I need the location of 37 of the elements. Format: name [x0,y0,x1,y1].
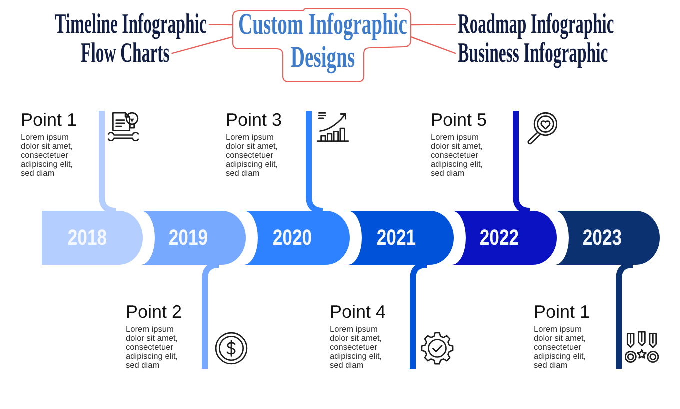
year-label: 2020 [272,226,312,250]
connector-line [410,36,456,54]
timeline-segment [555,211,660,265]
category-title: Flow Charts [81,39,170,68]
year-label: 2021 [376,226,416,250]
point-description: Lorem ipsum dolor sit amet, consectetuer adipiscing elit, sed diam [226,133,280,178]
year-label: 2019 [168,226,208,250]
point-description: Lorem ipsum dolor sit amet, consectetuer adipiscing elit, sed diam [21,133,74,178]
point-heading: Point 3 [226,110,282,130]
timeline-segment [141,211,246,265]
year-label: 2018 [68,226,108,250]
point-description: Lorem ipsum dolor sit amet, consectetuer adipiscing elit, sed diam [330,325,384,370]
timeline-stem [99,111,116,214]
title-text: Custom Infographic Designs [237,8,408,74]
point-heading: Point 4 [330,302,386,322]
category-title: Timeline Infographic [55,10,207,40]
year-label: 2022 [480,226,520,250]
point-heading: Point 2 [126,302,182,322]
year-label: 2023 [582,226,622,250]
timeline-stem [513,111,530,214]
title-sticker [231,7,414,85]
category-title: Roadmap Infographic [458,10,614,40]
point-description: Lorem ipsum dolor sit amet, consectetuer adipiscing elit, sed diam [431,133,484,178]
point-heading: Point 1 [534,302,590,322]
timeline-stem [306,111,324,214]
point-description: Lorem ipsum dolor sit amet, consectetuer adipiscing elit, sed diam [126,325,180,370]
timeline-segment [244,211,350,265]
timeline-segment [452,211,557,265]
connector-line [172,36,234,54]
timeline-segment [42,211,143,265]
category-title: Business Infographic [458,39,608,68]
point-description: Lorem ipsum dolor sit amet, consectetuer adipiscing elit, sed diam [534,325,588,370]
point-heading: Point 1 [21,110,78,130]
point-heading: Point 5 [431,110,488,130]
connector-line [411,24,456,26]
timeline-segment [348,211,454,265]
connector-line [208,24,233,26]
